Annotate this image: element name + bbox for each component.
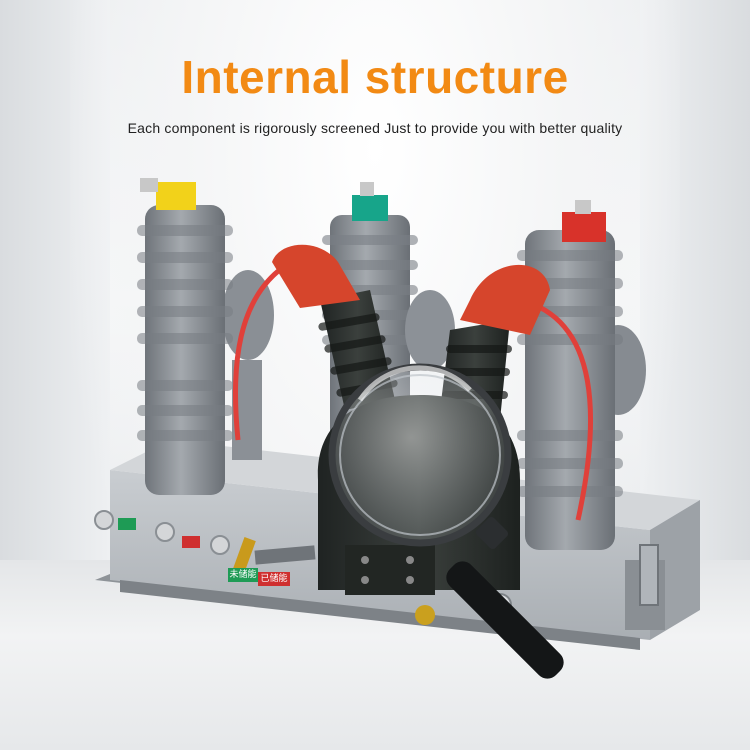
status-tag-charged: 已储能 <box>258 572 290 586</box>
page-subtitle: Each component is rigorously screened Ju… <box>127 120 623 136</box>
phase-cap-red <box>562 212 606 242</box>
red-cable-right <box>519 297 594 521</box>
red-boot-right <box>460 264 550 335</box>
magnifying-glass-icon <box>328 363 564 679</box>
page-title: Internal structure <box>181 51 569 103</box>
red-cable-left <box>232 266 284 441</box>
bellows-right <box>440 264 550 420</box>
phase-cap-yellow <box>156 182 196 210</box>
insulator-left <box>137 178 274 495</box>
red-boot-left <box>272 244 360 308</box>
status-tag-uncharged: 未储能 <box>228 568 258 582</box>
phase-cap-green <box>352 195 388 221</box>
